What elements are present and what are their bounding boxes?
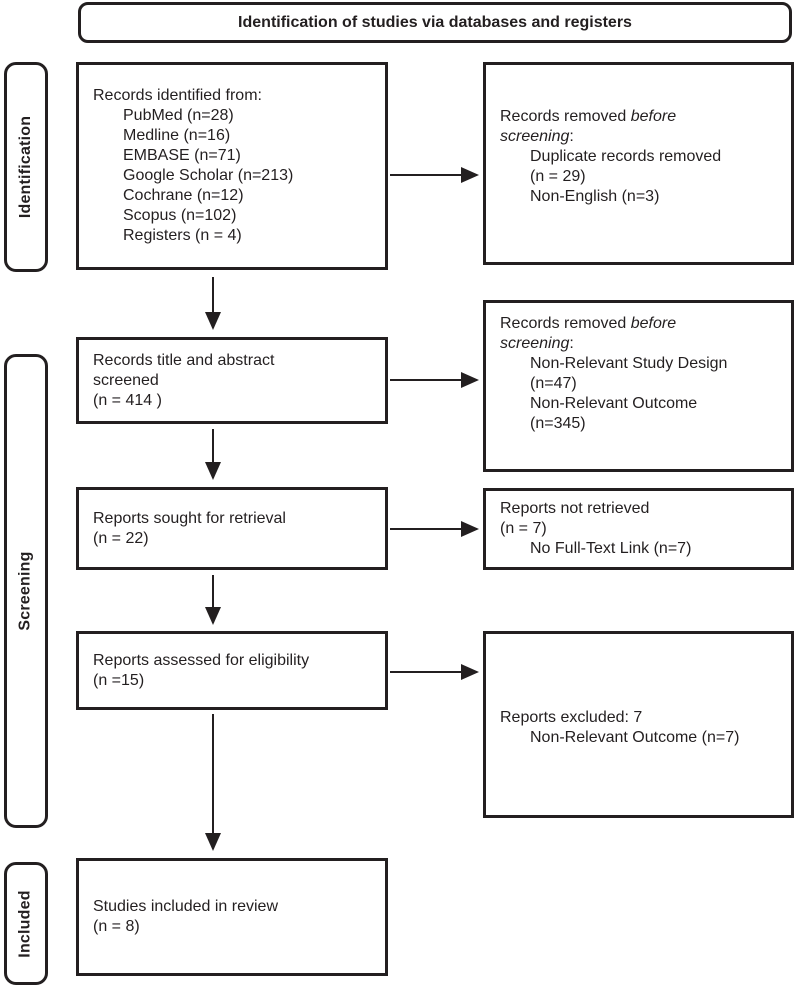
- diagram-title: Identification of studies via databases …: [238, 13, 632, 31]
- reports-not-retrieved-line: (n = 7): [500, 520, 547, 537]
- not-retrieved-reason-line: No Full-Text Link (n=7): [530, 540, 692, 557]
- records-removed-2-title-line1: Records removed before: [500, 314, 785, 334]
- records-screened-line: (n = 414 ): [93, 391, 162, 409]
- source-count-line: Registers (n = 4): [123, 227, 242, 244]
- records-identified-sources: PubMed (n=28) Medline (n=16) EMBASE (n=71)…: [93, 106, 379, 246]
- phase-label-screening-text: Screening: [17, 551, 35, 631]
- records-identified-title: Records identified from:: [93, 87, 262, 104]
- records-screened-box: Records title and abstract screened (n = 4…: [76, 337, 388, 424]
- removal-reason-line: Non-Relevant Outcome: [530, 395, 698, 412]
- records-removed-1-title-line2: screening:: [500, 127, 785, 147]
- phase-label-identification: Identification: [4, 62, 48, 272]
- reports-excluded-box: Reports excluded: 7 Non-Relevant Outcome…: [483, 631, 794, 818]
- source-count-line: EMBASE (n=71): [123, 147, 241, 164]
- records-removed-2-title-italic: before: [630, 315, 677, 332]
- phase-label-included-text: Included: [17, 889, 35, 958]
- studies-included-box: Studies included in review (n = 8): [76, 858, 388, 976]
- reports-assessed-box: Reports assessed for eligibility (n =15): [76, 631, 388, 710]
- studies-included-line: Studies included in review: [93, 898, 278, 915]
- removal-reason-line: Duplicate records removed: [530, 148, 722, 165]
- reports-sought-box: Reports sought for retrieval (n = 22): [76, 487, 388, 570]
- reports-excluded-line: Reports excluded: 7: [500, 709, 643, 726]
- records-screened-lines: Records title and abstract screened (n = 4…: [93, 351, 379, 411]
- reports-sought-lines: Reports sought for retrieval (n = 22): [93, 509, 379, 549]
- phase-label-identification-text: Identification: [17, 115, 35, 219]
- reports-excluded-reasons: Non-Relevant Outcome (n=7): [500, 728, 785, 748]
- source-count-line: PubMed (n=28): [123, 107, 234, 124]
- records-removed-2-box: Records removed before screening: Non-Re…: [483, 300, 794, 472]
- source-count-line: Google Scholar (n=213): [123, 167, 294, 184]
- records-removed-2-title-italic2: screening: [500, 335, 570, 352]
- removal-reason-line: (n=345): [530, 415, 586, 432]
- records-screened-line: screened: [93, 371, 159, 389]
- records-removed-2-title-regular: Records removed: [500, 315, 631, 332]
- reports-not-retrieved-lines: Reports not retrieved (n = 7): [500, 499, 785, 539]
- records-identified-box: Records identified from: PubMed (n=28) Me…: [76, 62, 388, 270]
- reports-not-retrieved-box: Reports not retrieved (n = 7) No Full-Tex…: [483, 488, 794, 570]
- records-removed-2-reasons: Non-Relevant Study Design (n=47) Non-Relev…: [500, 354, 785, 434]
- reports-not-retrieved-reasons: No Full-Text Link (n=7): [500, 539, 785, 559]
- removal-reason-line: (n = 29): [530, 168, 586, 185]
- phase-label-included: Included: [4, 862, 48, 985]
- removal-reason-line: Non-Relevant Study Design: [530, 355, 728, 372]
- records-removed-1-title-colon: :: [569, 128, 574, 145]
- reports-excluded-lines: Reports excluded: 7: [500, 708, 785, 728]
- diagram-title-box: Identification of studies via databases …: [78, 2, 792, 43]
- records-removed-1-title-line1: Records removed before: [500, 107, 785, 127]
- removal-reason-line: (n=47): [530, 375, 577, 392]
- phase-label-screening: Screening: [4, 354, 48, 828]
- records-removed-1-reasons: Duplicate records removed (n = 29) Non-Eng…: [500, 147, 785, 207]
- source-count-line: Medline (n=16): [123, 127, 231, 144]
- source-count-line: Cochrane (n=12): [123, 187, 244, 204]
- records-removed-1-title-italic2: screening: [500, 128, 570, 145]
- source-count-line: Scopus (n=102): [123, 207, 237, 224]
- reports-assessed-line: Reports assessed for eligibility: [93, 651, 310, 669]
- reports-sought-line: (n = 22): [93, 529, 149, 547]
- studies-included-line: (n = 8): [93, 918, 140, 935]
- records-removed-1-title-regular: Records removed: [500, 108, 631, 125]
- records-removed-2-title-colon: :: [569, 335, 574, 352]
- excluded-reason-line: Non-Relevant Outcome (n=7): [530, 729, 740, 746]
- reports-assessed-line: (n =15): [93, 671, 145, 689]
- removal-reason-line: Non-English (n=3): [530, 188, 660, 205]
- records-removed-1-box: Records removed before screening: Duplic…: [483, 62, 794, 265]
- records-removed-1-title-italic: before: [630, 108, 677, 125]
- reports-sought-line: Reports sought for retrieval: [93, 509, 286, 527]
- records-removed-2-title-line2: screening:: [500, 334, 785, 354]
- records-screened-line: Records title and abstract: [93, 351, 275, 369]
- studies-included-lines: Studies included in review (n = 8): [93, 897, 379, 937]
- reports-assessed-lines: Reports assessed for eligibility (n =15): [93, 651, 379, 691]
- reports-not-retrieved-line: Reports not retrieved: [500, 500, 650, 517]
